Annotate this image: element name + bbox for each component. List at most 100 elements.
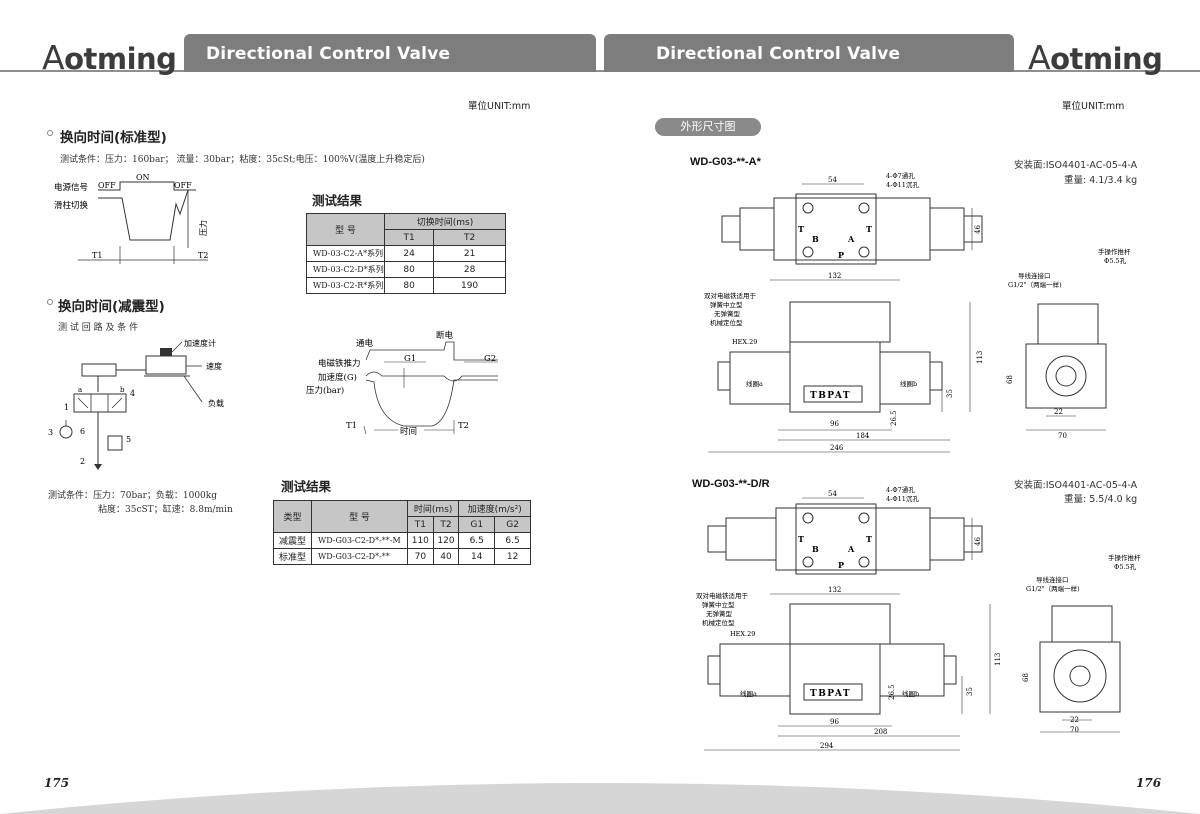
header-rule bbox=[0, 70, 1200, 72]
table1-header-t1: T1 bbox=[383, 229, 435, 246]
svg-text:T: T bbox=[866, 224, 872, 234]
header-title-right: Directional Control Valve bbox=[656, 44, 901, 64]
section2-title: 换向时间(减震型) bbox=[58, 299, 165, 315]
svg-text:线圈a: 线圈a bbox=[740, 689, 757, 698]
test-circuit-diagram: 加速度计 速度 负载 1 a b 4 3 6 5 2 bbox=[48, 338, 224, 470]
svg-text:B: B bbox=[812, 544, 819, 554]
waveform-on: 通电 bbox=[356, 338, 374, 349]
circuit-b: b bbox=[120, 386, 125, 394]
circuit-n4: 4 bbox=[130, 389, 135, 398]
section2-conditions2: 粘度：35cST；缸速：8.8m/min bbox=[98, 505, 233, 515]
table2-header-g1: G1 bbox=[458, 516, 496, 533]
logo-right: Aotming bbox=[1028, 38, 1163, 77]
svg-text:35: 35 bbox=[966, 687, 974, 696]
svg-text:G1/2"（两端一样): G1/2"（两端一样) bbox=[1026, 584, 1080, 593]
svg-text:弹簧中立型: 弹簧中立型 bbox=[710, 300, 743, 309]
svg-text:TBPAT: TBPAT bbox=[810, 391, 851, 401]
svg-text:HEX.29: HEX.29 bbox=[732, 338, 757, 346]
table2-header-accel: 加速度(m/s²) bbox=[458, 500, 531, 517]
circuit-accelerometer: 加速度计 bbox=[184, 338, 216, 348]
svg-text:T: T bbox=[798, 224, 804, 234]
svg-text:双对电磁铁适用于: 双对电磁铁适用于 bbox=[696, 591, 749, 600]
svg-text:弹簧中立型: 弹簧中立型 bbox=[702, 600, 735, 609]
svg-text:22: 22 bbox=[1070, 716, 1079, 724]
svg-text:294: 294 bbox=[820, 742, 834, 750]
section1-conditions: 测试条件：压力：160bar； 流量：30bar；粘度：35cSt;电压：100… bbox=[60, 155, 425, 165]
section1-results-title: 测试结果 bbox=[312, 193, 363, 208]
svg-text:113: 113 bbox=[976, 351, 984, 364]
header-bar-left bbox=[184, 34, 596, 72]
svg-text:P: P bbox=[838, 560, 844, 570]
circuit-n6: 6 bbox=[80, 427, 85, 436]
svg-text:113: 113 bbox=[994, 653, 1002, 666]
svg-text:22: 22 bbox=[1054, 408, 1063, 416]
section2-results-title: 测试结果 bbox=[281, 479, 332, 494]
table-row: WD-03-C2-D*系列 80 28 bbox=[306, 261, 506, 278]
waveform-t1: T1 bbox=[346, 421, 357, 431]
section-pill: 外形尺寸图 bbox=[655, 118, 761, 136]
svg-text:4-Φ11沉孔: 4-Φ11沉孔 bbox=[886, 495, 919, 503]
circuit-n1: 1 bbox=[64, 403, 69, 412]
circuit-a: a bbox=[78, 386, 82, 394]
diagram-off2: OFF bbox=[174, 181, 192, 190]
svg-text:46: 46 bbox=[974, 225, 982, 234]
model-d-title: WD-G03-**-D/R bbox=[692, 478, 770, 490]
svg-text:HEX.29: HEX.29 bbox=[730, 630, 755, 638]
svg-text:70: 70 bbox=[1070, 726, 1079, 734]
page-bottom-arc bbox=[0, 783, 1200, 814]
table2-header-g2: G2 bbox=[494, 516, 531, 533]
waveform-g2: G2 bbox=[484, 354, 496, 364]
svg-text:P: P bbox=[838, 250, 844, 260]
svg-text:双对电磁铁适用于: 双对电磁铁适用于 bbox=[704, 291, 757, 300]
switching-time-table: 型 号 切换时间(ms) T1 T2 WD-03-C2-A*系列 24 21 W… bbox=[306, 213, 506, 294]
page-number-right: 176 bbox=[1136, 776, 1162, 790]
table1-header-time: 切换时间(ms) bbox=[384, 213, 506, 230]
svg-text:TBPAT: TBPAT bbox=[810, 689, 851, 699]
waveform-t2: T2 bbox=[458, 421, 469, 431]
circuit-n2: 2 bbox=[80, 457, 85, 466]
svg-text:导线连接口: 导线连接口 bbox=[1036, 575, 1069, 584]
header-bar-right bbox=[604, 34, 1014, 72]
model-a-mounting: 安装面:ISO4401-AC-05-4-A bbox=[1014, 160, 1138, 171]
svg-text:T: T bbox=[798, 534, 804, 544]
svg-text:Φ5.5孔: Φ5.5孔 bbox=[1104, 257, 1127, 265]
svg-text:54: 54 bbox=[828, 490, 837, 498]
svg-text:B: B bbox=[812, 234, 819, 244]
model-a-title: WD-G03-**-A* bbox=[690, 156, 761, 168]
svg-text:68: 68 bbox=[1006, 375, 1014, 384]
svg-text:46: 46 bbox=[974, 537, 982, 546]
svg-text:96: 96 bbox=[830, 420, 839, 428]
svg-text:4-Φ11沉孔: 4-Φ11沉孔 bbox=[886, 181, 919, 189]
diagram-t1: T1 bbox=[92, 251, 102, 260]
section2-conditions1: 测试条件：压力：70bar；负载：1000kg bbox=[48, 491, 218, 501]
svg-text:导线连接口: 导线连接口 bbox=[1018, 271, 1051, 280]
waveform-off: 断电 bbox=[436, 330, 454, 341]
header-title-left: Directional Control Valve bbox=[206, 44, 451, 64]
table2-header-t1: T1 bbox=[407, 516, 434, 533]
svg-text:机械定位型: 机械定位型 bbox=[710, 318, 743, 327]
diagram-off1: OFF bbox=[98, 181, 116, 190]
svg-text:70: 70 bbox=[1058, 432, 1067, 440]
waveform-g1: G1 bbox=[404, 354, 416, 364]
model-a-drawing: 54 4-Φ7通孔 4-Φ11沉孔 T T B A P 46 132 双对电磁铁… bbox=[704, 171, 1131, 453]
svg-text:26.5: 26.5 bbox=[888, 684, 896, 700]
table-row: WD-03-C2-R*系列 80 190 bbox=[306, 277, 506, 294]
diagram-signal: 电源信号 bbox=[54, 182, 88, 193]
circuit-n3: 3 bbox=[48, 428, 53, 437]
svg-text:26.5: 26.5 bbox=[890, 410, 898, 426]
diagram-switch: 滑柱切换 bbox=[54, 200, 89, 211]
svg-text:68: 68 bbox=[1022, 673, 1030, 682]
damping-waveform-diagram: 通电 断电 电磁铁推力 加速度(G) 压力(bar) G1 G2 T1 时间 T… bbox=[306, 330, 498, 437]
svg-text:线圈b: 线圈b bbox=[900, 379, 917, 388]
svg-text:96: 96 bbox=[830, 718, 839, 726]
circuit-n5: 5 bbox=[126, 435, 131, 444]
waveform-time: 时间 bbox=[400, 426, 417, 437]
svg-text:54: 54 bbox=[828, 176, 837, 184]
svg-text:无弹簧型: 无弹簧型 bbox=[706, 609, 733, 618]
model-d-weight: 重量: 5.5/4.0 kg bbox=[1064, 494, 1138, 505]
logo-left: Aotming bbox=[42, 38, 177, 77]
unit-label-right: 單位UNIT:mm bbox=[1062, 101, 1125, 112]
svg-text:4-Φ7通孔: 4-Φ7通孔 bbox=[886, 486, 915, 494]
diagram-on: ON bbox=[136, 173, 150, 182]
svg-text:线圈a: 线圈a bbox=[746, 379, 763, 388]
